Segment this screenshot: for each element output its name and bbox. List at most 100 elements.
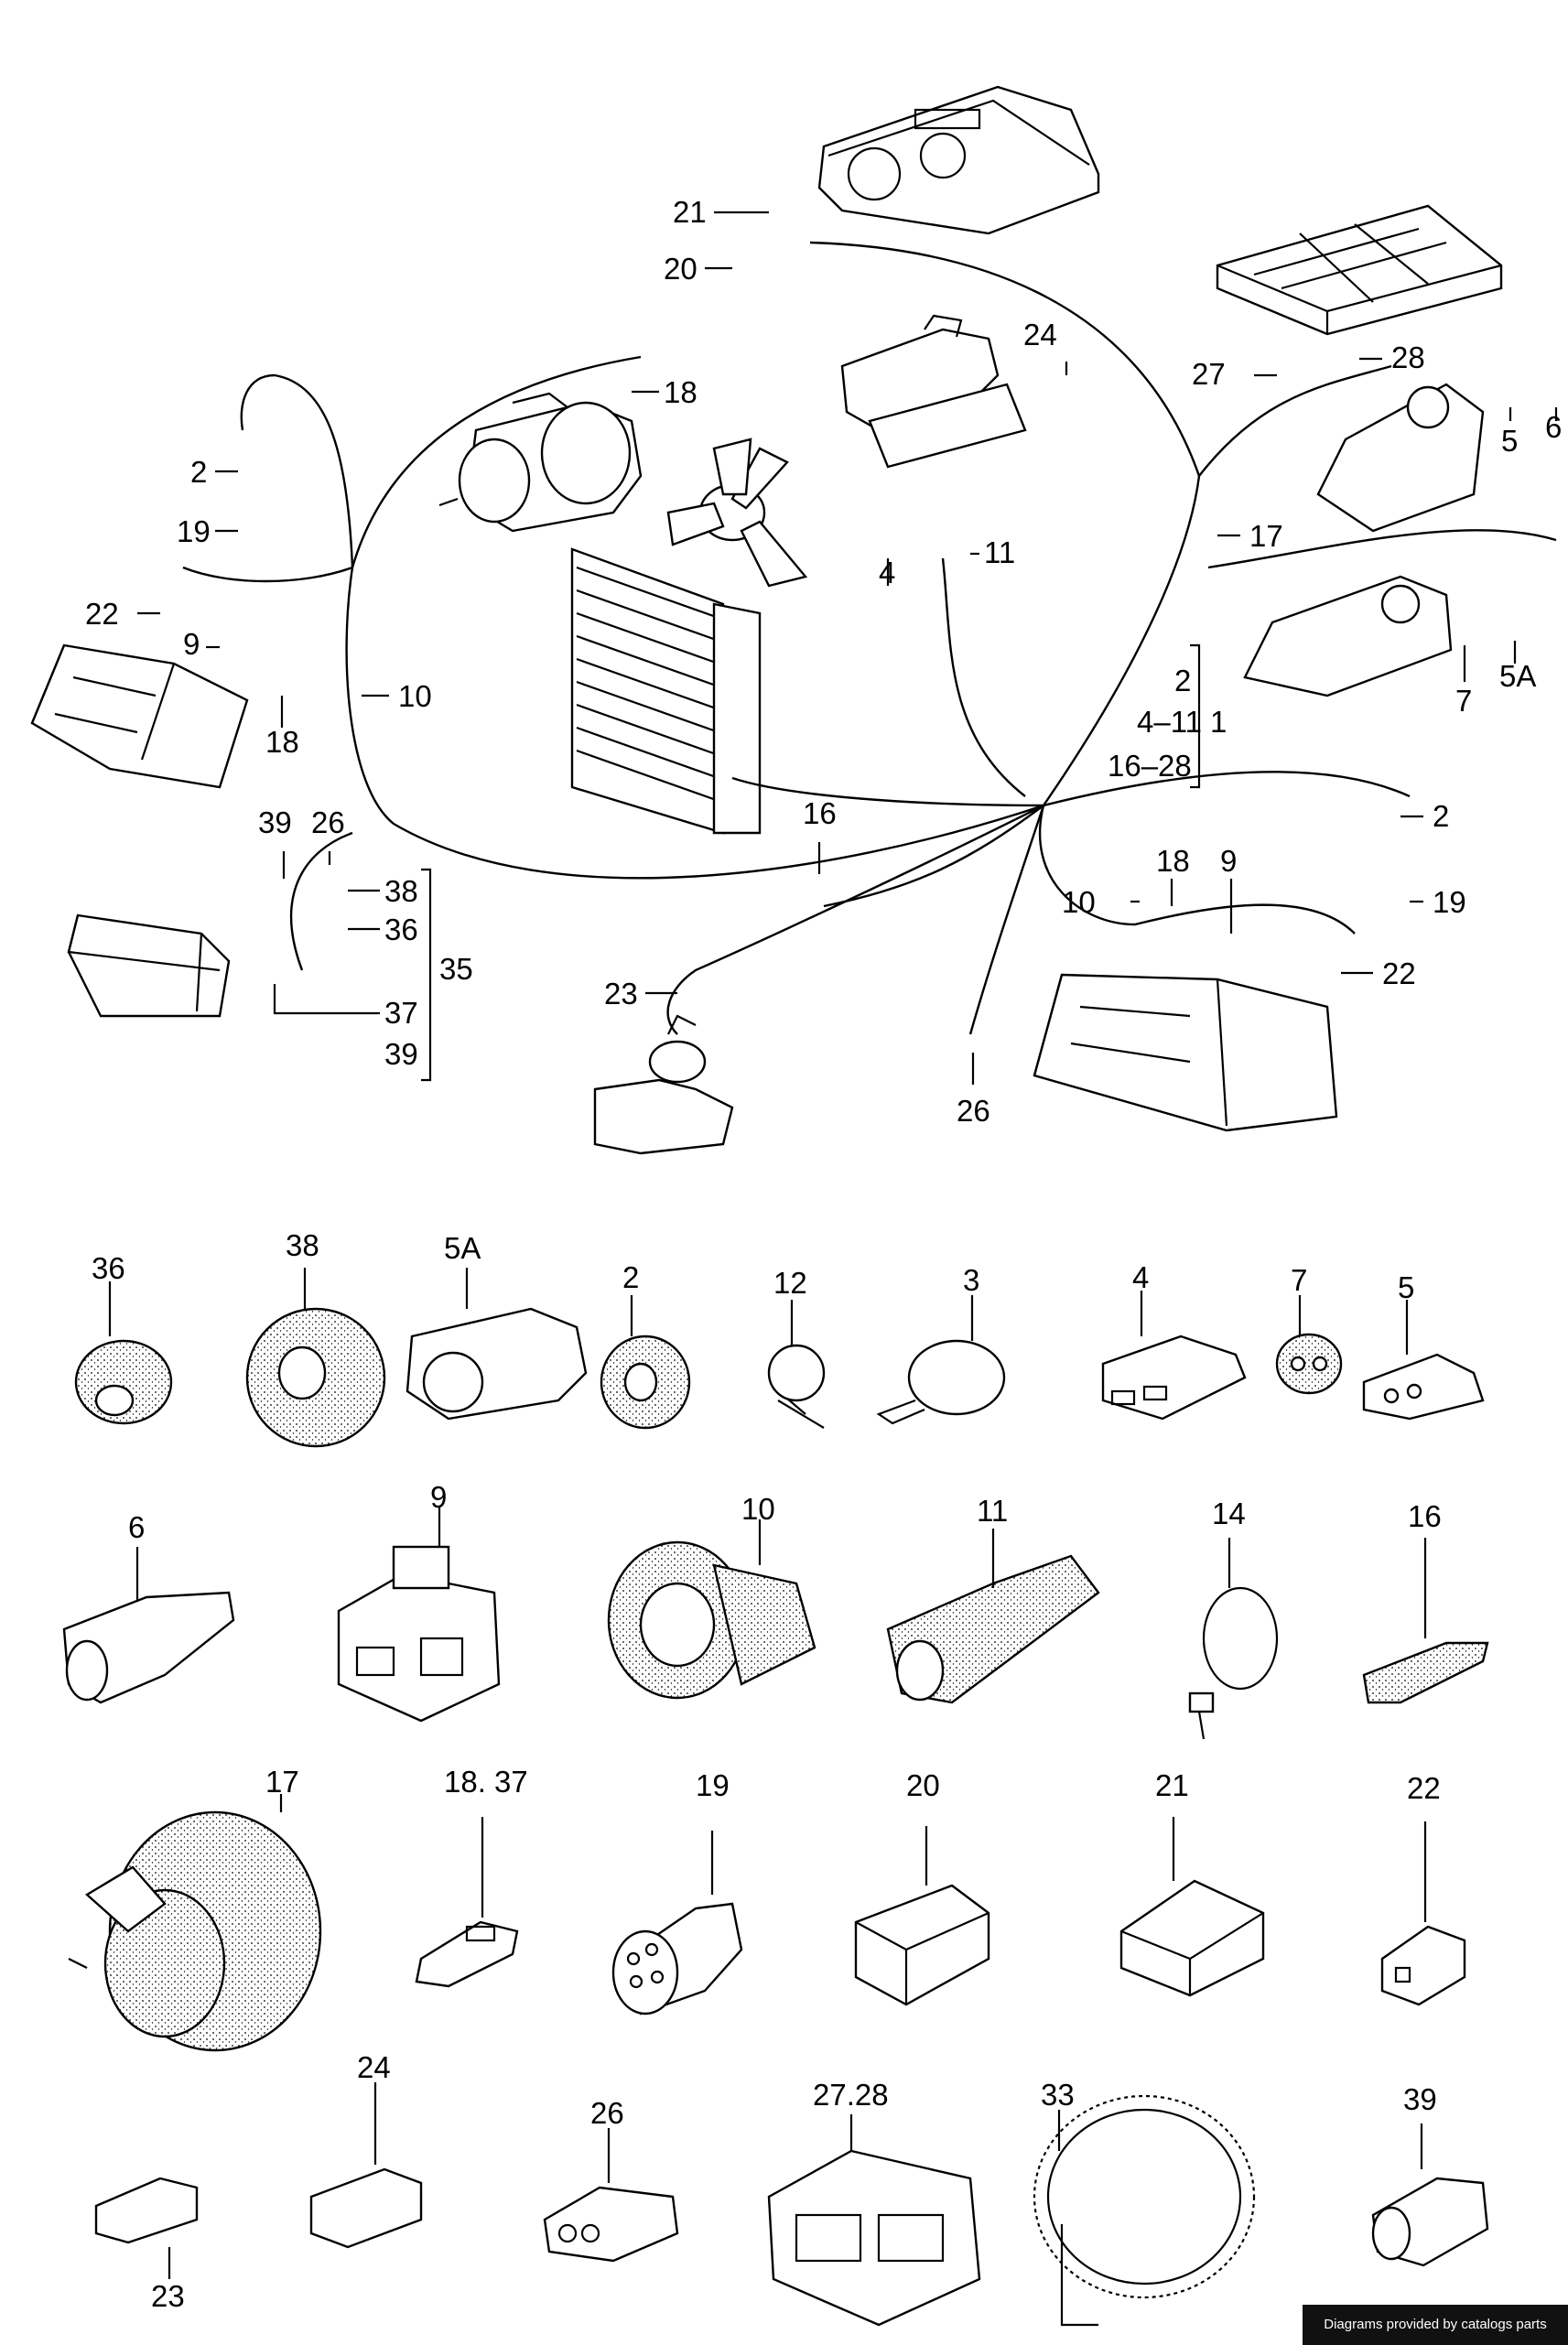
callout-2: 2 (190, 455, 207, 489)
part-label-21: 21 (1155, 1768, 1189, 1802)
callout-35: 35 (439, 952, 473, 986)
part-label-10: 10 (741, 1492, 775, 1526)
part-2-grommet (600, 1295, 691, 1430)
callout-36: 36 (384, 913, 418, 946)
callout-22: 22 (85, 597, 119, 631)
part-6-boot (62, 1547, 235, 1704)
part-21-connector-housing (1119, 1817, 1265, 1997)
main-wiring-harness (182, 241, 1557, 1035)
part-3-clamp (876, 1295, 1006, 1425)
callout-17: 17 (1249, 519, 1283, 553)
callout-39: 39 (384, 1037, 418, 1071)
callout-22: 22 (1382, 956, 1416, 990)
callout-20: 20 (664, 252, 697, 286)
callout-19: 19 (1433, 885, 1466, 919)
callout-10: 10 (398, 679, 432, 713)
part-11-boot (886, 1529, 1100, 1704)
callout-9: 9 (1220, 844, 1237, 878)
part-14-cable-tie (1188, 1538, 1279, 1740)
part-label-7: 7 (1291, 1263, 1307, 1297)
callout-28: 28 (1391, 340, 1425, 374)
vehicle-harness-assembly: 21 20 18 24 27 28 5 6 2 19 22 9 10 18 4 … (30, 85, 1562, 1155)
part-label-11: 11 (977, 1494, 1008, 1528)
radiator (570, 547, 762, 835)
part-label-14: 14 (1212, 1497, 1246, 1530)
part-12-clamp (767, 1300, 826, 1429)
callout-21: 21 (673, 195, 707, 229)
part-label-38: 38 (286, 1228, 319, 1262)
part-24-connector (309, 2082, 423, 2249)
callout-10: 10 (1062, 885, 1096, 919)
callout-4: 4 (879, 556, 895, 589)
part-26-connector (543, 2128, 679, 2263)
callout-26: 26 (957, 1094, 990, 1128)
callout-2: 2 (1433, 799, 1449, 833)
callout-19: 19 (177, 514, 211, 548)
part-39-connector (1371, 2123, 1489, 2267)
brake-master-cylinder (840, 314, 1027, 469)
part-label-36: 36 (92, 1251, 125, 1285)
part-label-3: 3 (963, 1263, 979, 1297)
part-19-bulb-socket (611, 1831, 743, 2015)
callout-23: 23 (604, 977, 638, 1010)
part-33-cable-tie (1033, 2094, 1256, 2327)
part-label-6: 6 (128, 1510, 145, 1544)
part-27-28-connector-block (767, 2114, 981, 2327)
left-fog-light (67, 913, 231, 1018)
callout-5: 5 (1501, 424, 1518, 458)
part-20-connector-housing (854, 1826, 990, 2006)
part-label-12: 12 (773, 1266, 807, 1300)
callout-16: 16 (803, 796, 837, 830)
callout-38: 38 (384, 874, 418, 908)
left-headlight (30, 643, 249, 789)
part-9-relay-socket (337, 1506, 501, 1723)
part-label-5A: 5A (444, 1231, 481, 1265)
callout-26: 26 (311, 805, 345, 839)
part-16-boot (1362, 1538, 1489, 1704)
part-17-grommet (68, 1794, 322, 2052)
callout-7: 7 (1455, 684, 1472, 718)
part-38-grommet (245, 1268, 386, 1448)
callout-11: 11 (984, 535, 1015, 569)
horn (593, 1014, 734, 1155)
part-label-19: 19 (696, 1768, 730, 1802)
part-10-grommet (607, 1519, 816, 1700)
callout-18: 18 (265, 725, 299, 759)
part-label-2: 2 (622, 1260, 639, 1294)
callout-39: 39 (258, 805, 292, 839)
radiator-fan (666, 438, 808, 588)
part-22-connector (1380, 1821, 1466, 2006)
assembly-leader-lines (137, 211, 1558, 1085)
callout-9: 9 (183, 627, 200, 661)
diagram-credit-banner: Diagrams provided by catalogs parts (1303, 2305, 1568, 2345)
callout-6: 6 (1545, 410, 1562, 444)
part-18-37-terminal (415, 1817, 519, 1988)
part-label-16: 16 (1408, 1499, 1442, 1533)
individual-parts: 36 38 5A 2 12 3 4 7 5 6 9 10 11 14 16 17… (62, 1228, 1489, 2327)
right-headlight (1033, 973, 1338, 1132)
part-label-39: 39 (1403, 2082, 1437, 2116)
part-7-plug (1275, 1295, 1343, 1395)
part-5-connector (1362, 1300, 1485, 1421)
part-label-5: 5 (1398, 1270, 1414, 1304)
part-label-17: 17 (265, 1765, 299, 1799)
part-23-connector (94, 2177, 199, 2279)
callout-group-1: 1 (1210, 705, 1227, 739)
assembly-callouts: 21 20 18 24 27 28 5 6 2 19 22 9 10 18 4 … (85, 195, 1562, 1128)
fuse-relay-panel (1216, 204, 1503, 336)
callout-18: 18 (1156, 844, 1190, 878)
part-label-23: 23 (151, 2279, 185, 2313)
instrument-cluster (817, 85, 1100, 235)
part-label-33: 33 (1041, 2078, 1075, 2112)
callout-group-16-28: 16–28 (1108, 749, 1192, 783)
part-36-grommet (74, 1281, 173, 1425)
part-label-22: 22 (1407, 1771, 1441, 1805)
callout-27: 27 (1192, 357, 1226, 391)
callout-group-2: 2 (1174, 664, 1191, 697)
callout-group-4-11: 4–11 (1137, 705, 1202, 739)
part-label-26: 26 (590, 2096, 624, 2130)
callout-24: 24 (1023, 318, 1057, 351)
callout-37: 37 (384, 996, 418, 1030)
part-label-18-37: 18. 37 (444, 1765, 528, 1799)
